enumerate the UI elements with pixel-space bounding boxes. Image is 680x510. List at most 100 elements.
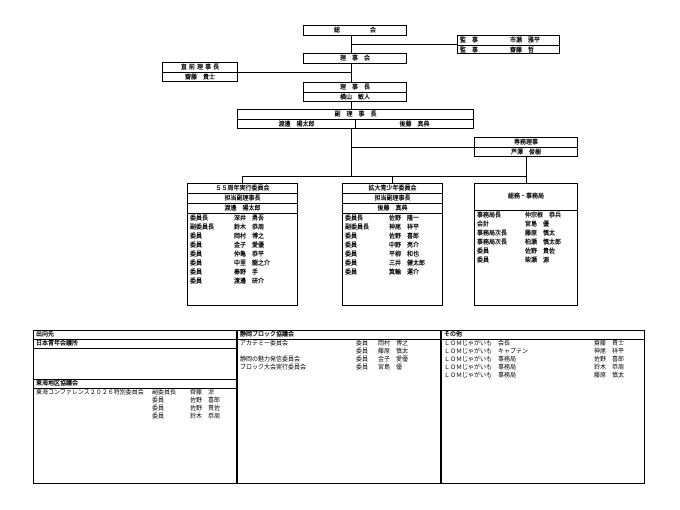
member-name: 佐野 貴佐 (525, 248, 556, 255)
executive-box: 専務理事芦澤 俊樹 (474, 137, 578, 157)
branch-line (242, 176, 527, 177)
member-row: 事務局長 仲宗根 恭兵 (475, 211, 577, 220)
branch-mid (392, 176, 393, 183)
title: ５５周年実行委員会 (188, 184, 297, 194)
member-role: ＬＯＭじゃがいも 事務局 (444, 356, 517, 363)
member-row: 委員 柴瀬 源 (475, 256, 577, 265)
member-name: 佐野 隆一 (389, 215, 420, 222)
member-row: ＬＯＭじゃがいも 会長齋藤 貴士 (442, 340, 644, 348)
title: 専務理事 (475, 138, 577, 148)
member-role: 事務局次長 (477, 239, 508, 246)
member-role: 委員 (190, 233, 203, 240)
branch-left (242, 176, 243, 183)
member-row: ブロック大会実行委員会委員宮島 優 (238, 364, 440, 372)
member-name: 金子 愛優 (234, 242, 265, 249)
auditor-row: 監 事齋藤 哲 (458, 46, 559, 55)
member-name: 佐野 喜郎 (190, 397, 221, 404)
member-role: ＬＯＭじゃがいも 事務局 (444, 372, 517, 379)
member-name: 柴瀬 源 (525, 257, 550, 264)
title: 副 理 事 長 (238, 110, 473, 120)
committee-youth-box: 拡大青少年委員会担当副理事長後藤 真典委員長佐野 隆一副委員長神尾 祥平委員佐野… (342, 183, 443, 306)
member-row: 委員藤原 慎太 (238, 348, 440, 356)
member-name: 神尾 祥平 (594, 348, 625, 355)
name: 横山 敏人 (339, 94, 370, 101)
jc-title: 日本青年会議所 (34, 340, 236, 349)
member-name: 藤原 慎太 (594, 372, 625, 379)
past-president-box: 直 前 理 事 長齋藤 貴士 (162, 62, 238, 82)
member-name: 仲宗根 恭兵 (525, 212, 562, 219)
member-name: 鈴木 恭周 (234, 224, 265, 231)
member-name: 岡村 博之 (234, 233, 265, 240)
member-name: 佐野 喜郎 (389, 233, 420, 240)
member-role: 静岡の魅力発信委員会 (240, 356, 301, 363)
member-row: 委員 渡邊 研介 (188, 277, 297, 286)
member-role: 東海コンファレンス２０２６特別委員会 (36, 389, 144, 396)
tokai-title: 東海地区協議会 (34, 380, 236, 389)
member-row: 委員佐野 貴佐 (475, 247, 577, 256)
member-row: 東海コンファレンス２０２６特別委員会副委員長齊藤 涼 (34, 389, 236, 397)
member-role: ＬＯＭじゃがいも 会長 (444, 340, 511, 347)
member-name: 深井 勇吾 (234, 215, 265, 222)
executive-line (351, 147, 474, 148)
member-row: 委員 中里 龍之介 (188, 259, 297, 268)
member-role: ブロック大会実行委員会 (240, 364, 307, 371)
past-president-line (238, 72, 351, 73)
member-row: 委員 秦野 手 (188, 268, 297, 277)
member-role (36, 397, 152, 405)
member-row: 委員 佐野 喜郎 (343, 232, 442, 241)
branch-right (526, 176, 527, 183)
name: 後藤 真典 (399, 121, 430, 128)
member-name: 仲亀 恭平 (234, 251, 265, 258)
member-row: 委員鈴木 恭周 (34, 413, 236, 421)
member-name: 中里 龍之介 (234, 260, 271, 267)
role: 監 事 (460, 47, 479, 54)
member-row: 委員佐野 喜郎 (34, 397, 236, 405)
title: 直 前 理 事 長 (163, 63, 237, 73)
member-row: 委員金子 愛優 (188, 241, 297, 250)
name: 市瀬 雅平 (510, 37, 541, 44)
subtitle: 担当副理事長 (188, 194, 297, 204)
head: 渡邊 陽太郎 (188, 204, 297, 214)
member-row: ＬＯＭじゃがいも キャプテン神尾 祥平 (442, 348, 644, 356)
member-role: 副委員長 (152, 389, 177, 396)
name: 芦澤 俊樹 (510, 149, 541, 156)
member-row: 事務局次長柏瀬 慎太郎 (475, 238, 577, 247)
auditor-row: 監 事市瀬 雅平 (458, 36, 559, 46)
member-name: 平柳 和也 (389, 251, 420, 258)
auditors-box: 監 事市瀬 雅平 監 事齋藤 哲 (457, 35, 560, 54)
member-role: 副委員長 (190, 224, 215, 231)
member-name: 神尾 祥平 (389, 224, 420, 231)
member-role: 委員 (356, 364, 369, 371)
member-name: 秦野 手 (234, 269, 259, 276)
member-role: 委員 (477, 257, 490, 264)
shizuoka-title: 静岡ブロック協議会 (238, 331, 440, 340)
member-row: 委員長深井 勇吾 (188, 214, 297, 223)
member-row: 会計宮島 優 (475, 220, 577, 229)
member-role: 委員 (190, 269, 203, 276)
member-role: 委員 (356, 340, 369, 347)
member-role: 委員 (345, 251, 358, 258)
member-role (36, 405, 152, 413)
subtitle: 担当副理事長 (343, 194, 442, 204)
president-box: 理 事 長横山 敏人 (303, 82, 407, 102)
member-row: アカデミー委員会委員岡村 博之 (238, 340, 440, 348)
member-row: 委員箕輪 運介 (343, 268, 442, 277)
member-role: 事務局長 (477, 212, 502, 219)
member-row: 委員 仲亀 恭平 (188, 250, 297, 259)
member-role (36, 413, 152, 421)
member-role: 委員 (190, 251, 203, 258)
member-role: 委員長 (345, 215, 364, 222)
member-role: 委員 (152, 405, 165, 412)
member-role: 委員 (190, 260, 203, 267)
dispatch-panel: 出向先 日本青年会議所 東海地区協議会 東海コンファレンス２０２６特別委員会副委… (33, 330, 237, 484)
shizuoka-panel: 静岡ブロック協議会アカデミー委員会委員岡村 博之委員藤原 慎太静岡の魅力発信委員… (237, 330, 441, 484)
member-name: 渡邊 研介 (234, 278, 265, 285)
member-role: ＬＯＭじゃがいも 事務局 (444, 364, 517, 371)
member-row: 委員三井 健太郎 (343, 259, 442, 268)
member-name: 鈴木 恭周 (594, 364, 625, 371)
member-role: 委員 (190, 278, 203, 285)
member-role: 委員 (345, 233, 358, 240)
name: 齋藤 貴士 (184, 74, 215, 81)
committee-55th-box: ５５周年実行委員会担当副理事長渡邊 陽太郎委員長深井 勇吾副委員長 鈴木 恭周委員… (187, 183, 298, 306)
